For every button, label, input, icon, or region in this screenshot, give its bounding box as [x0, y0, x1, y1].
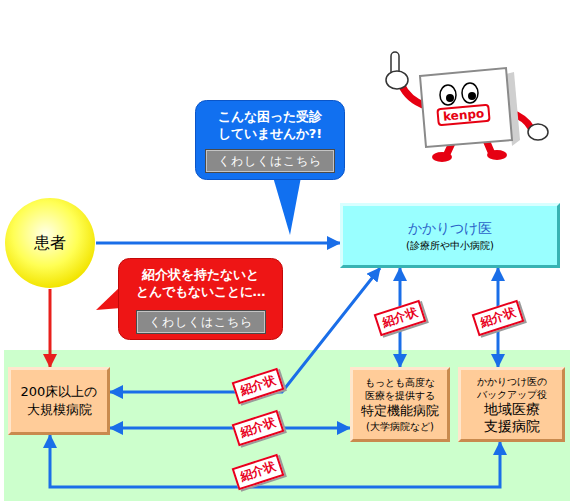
node-text: 紹介状を持たないと とんでもないことに… [124, 266, 277, 300]
node-text: くわしくはこちら [218, 153, 322, 169]
hospital-box: もっとも高度な 医療を提供する特定機能病院(大学病院など) [350, 367, 450, 442]
connector-arrow [49, 289, 52, 367]
node-text: 患者 [34, 233, 66, 254]
node-text: 特定機能病院 [361, 402, 439, 420]
detail-button: くわしくはこちら [136, 310, 266, 334]
hospital-box: 200床以上の 大規模病院 [8, 367, 110, 435]
connector-arrow [110, 427, 350, 430]
clinic-box: かかりつけ医(診療所や中小病院) [340, 203, 560, 268]
callout-bubble: こんな困った受診 していませんか?! くわしくはこちら [195, 100, 345, 180]
node-text: もっとも高度な 医療を提供する [355, 376, 445, 402]
node-text: (大学病院など) [366, 420, 434, 433]
node-text: 200床以上の 大規模病院 [13, 383, 105, 419]
connector-arrow [96, 242, 340, 245]
node-text: (診療所や中小病院) [406, 238, 494, 254]
node-text: かかりつけ医 [408, 218, 492, 238]
node-text: こんな困った受診 していませんか?! [201, 108, 339, 142]
patient-circle: 患者 [4, 197, 96, 289]
node-text: かかりつけ医の バックアップ役 [463, 375, 560, 401]
hospital-box: かかりつけ医の バックアップ役地域医療 支援病院 [458, 367, 565, 442]
node-text: 地域医療 支援病院 [463, 401, 560, 435]
node-text: くわしくはこちら [149, 314, 253, 330]
callout-bubble: 紹介状を持たないと とんでもないことに… くわしくはこちら [118, 258, 283, 340]
detail-button: くわしくはこちら [205, 149, 335, 173]
